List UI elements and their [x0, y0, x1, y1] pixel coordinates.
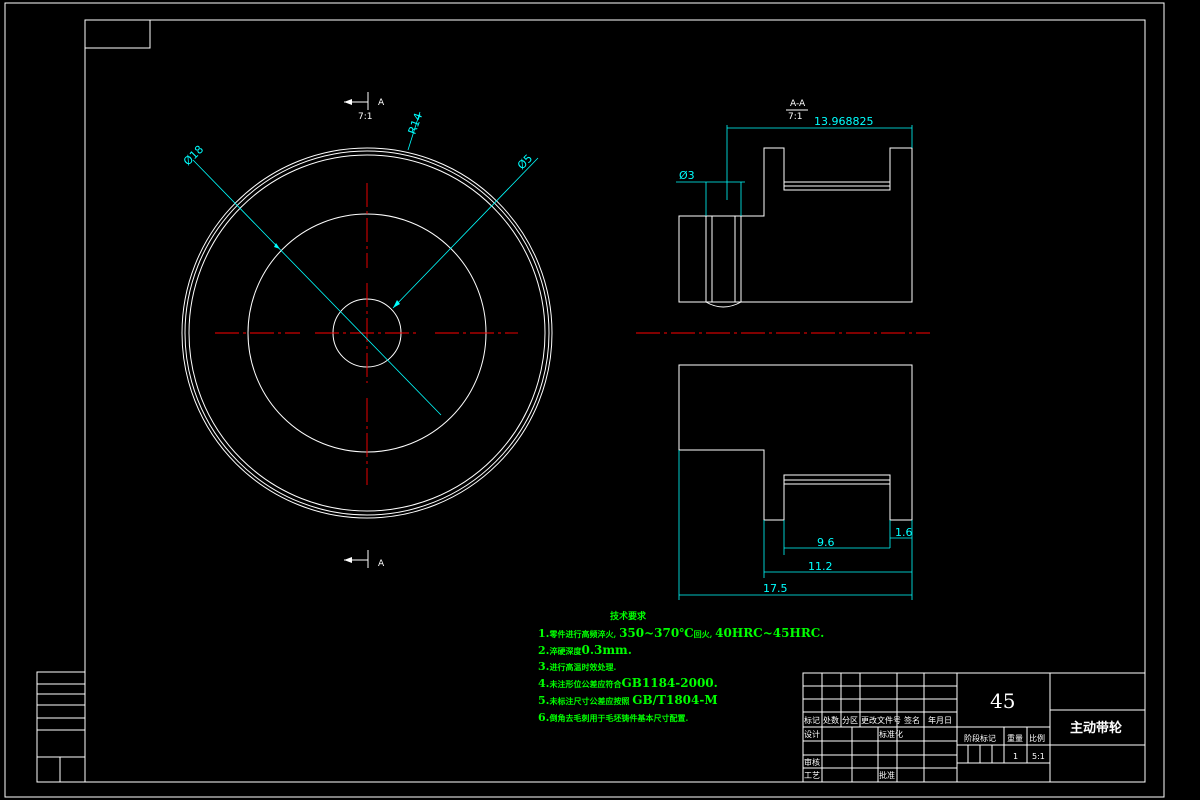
- outer-circle-inner: [184, 150, 550, 516]
- tb-weight: 重量: [1007, 733, 1023, 743]
- left-side-table: [36, 671, 86, 783]
- tb-process: 工艺: [804, 771, 820, 780]
- dim-d18: Ø18: [181, 143, 206, 168]
- tech-item-6: 6.倒角去毛刺用于毛坯铸件基本尺寸配置.: [538, 711, 688, 724]
- section-letter-bottom: A: [378, 559, 385, 569]
- technical-requirements: 技术要求 1.零件进行高频淬火, 350~370℃回火, 40HRC~45HRC…: [538, 610, 824, 724]
- tb-qty: 1: [1013, 752, 1018, 761]
- section-dimensions: 13.968825 Ø3 9.6 1.6 11.2 17.5: [676, 115, 913, 600]
- tb-stage-mark: 阶段标记: [964, 733, 996, 743]
- tb-scale-value: 5:1: [1032, 752, 1045, 761]
- tech-heading: 技术要求: [610, 610, 647, 622]
- tb-review: 审核: [804, 757, 820, 767]
- tech-item-3: 3.进行高温时效处理.: [538, 660, 616, 673]
- section-view-title: A-A 7:1: [786, 99, 808, 122]
- section-marker-bottom: A: [344, 550, 385, 569]
- tb-material: 45: [990, 689, 1015, 713]
- tech-item-2: 2.淬硬深度0.3mm.: [538, 643, 632, 657]
- tb-header-sign: 签名: [904, 715, 920, 725]
- corner-box: [84, 19, 151, 49]
- tb-standardize: 标准化: [879, 729, 903, 739]
- tb-part-name: 主动带轮: [1070, 720, 1122, 736]
- tb-design: 设计: [804, 729, 820, 739]
- outer-frame: [4, 2, 1165, 798]
- dim-9-6: 9.6: [817, 536, 835, 549]
- section-scale-top: 7:1: [358, 112, 372, 122]
- front-view: Ø18 Ø5 R14: [181, 111, 553, 519]
- section-letter-top: A: [378, 98, 385, 108]
- tb-header-zone: 分区: [842, 716, 858, 725]
- tb-header-change-doc: 更改文件号: [861, 715, 901, 725]
- section-label: A-A: [790, 99, 806, 109]
- tech-item-1: 1.零件进行高频淬火, 350~370℃回火, 40HRC~45HRC.: [538, 626, 824, 640]
- dim-d5: Ø5: [515, 152, 535, 172]
- tb-header-count: 处数: [823, 715, 839, 725]
- tb-header-date: 年月日: [928, 715, 952, 725]
- tb-approve: 批准: [879, 770, 895, 780]
- tech-item-5: 5.未标注尺寸公差应按照 GB/T1804-M: [538, 693, 718, 707]
- tb-ratio: 比例: [1029, 733, 1045, 743]
- outer-circle: [181, 147, 553, 519]
- inner-frame: [84, 19, 1146, 783]
- dim-11-2: 11.2: [808, 560, 833, 573]
- dim-d3: Ø3: [679, 169, 695, 182]
- dim-17-5: 17.5: [763, 582, 788, 595]
- dim-1-6: 1.6: [895, 526, 913, 539]
- section-view-scale: 7:1: [788, 112, 802, 122]
- section-marker-top: A 7:1: [344, 92, 385, 122]
- section-view: [636, 147, 930, 521]
- dim-r14: R14: [406, 111, 426, 136]
- groove-circle: [188, 154, 546, 512]
- title-block: 标记 处数 分区 更改文件号 签名 年月日 设计 标准化 审核 工艺 批准 阶段…: [802, 672, 1146, 783]
- tech-item-4: 4.未注形位公差应符合GB1184-2000.: [538, 676, 718, 690]
- dim-13968825: 13.968825: [814, 115, 874, 128]
- tb-header-mark: 标记: [804, 715, 820, 725]
